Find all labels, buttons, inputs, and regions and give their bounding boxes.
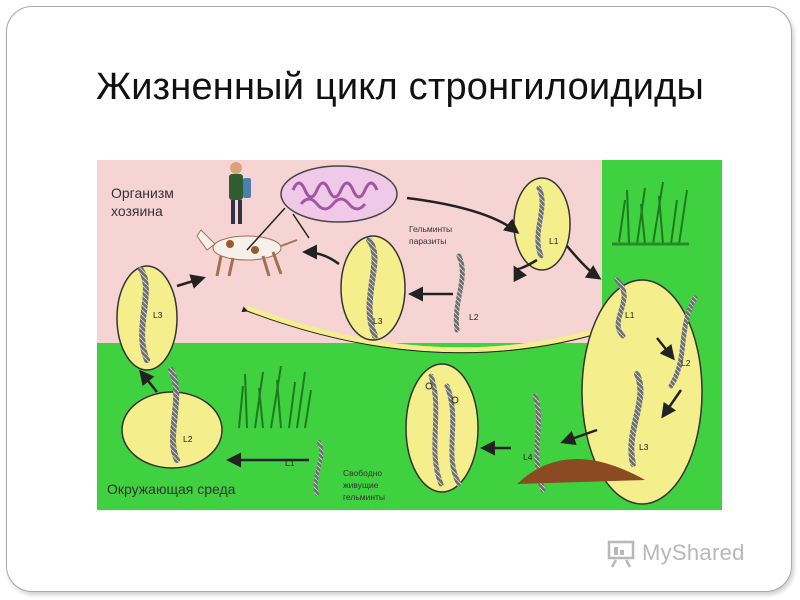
host-man-and-dog [196,162,298,277]
life-cycle-diagram: Организм хозяина Окружающая среда Гельми… [97,160,722,510]
stage-l4: L4 [517,393,645,493]
stage-label-l2-big: L2 [681,358,691,368]
intestine-icon [246,165,398,251]
stage-label-l1-big: L1 [625,310,635,320]
stage-label-l3-left: L3 [153,310,163,320]
parasitic-label-line2: паразиты [409,236,446,246]
host-label-line1: Организм [111,185,174,201]
stage-label-l2-host: L2 [469,312,479,322]
grass-icon-top [612,181,689,246]
freeliving-label-line3: гельминты [343,492,385,502]
stage-label-l3-host: L3 [373,316,383,326]
freeliving-label-line1: Свободно [343,468,382,478]
host-label-line2: хозяина [111,203,163,219]
stage-l2-env: L2 [121,367,223,469]
stage-l3-host: L3 [340,235,406,341]
env-label: Окружающая среда [107,481,236,497]
stage-label-l1-host: L1 [549,236,559,246]
slide-title: Жизненный цикл стронгилоидиды [95,66,705,108]
stage-label-l4: L4 [523,452,533,462]
presentation-icon [607,540,635,568]
stage-label-l2-env: L2 [183,434,193,444]
stage-label-l3-big: L3 [639,442,649,452]
parasitic-label-line1: Гельминты [409,224,452,234]
cycle-arrows [139,196,683,468]
stage-big-ellipse: L1 L2 L3 [581,277,703,505]
watermark-text: MyShared [642,540,745,565]
stage-free-living-adults [405,363,479,493]
return-arc [246,305,608,353]
watermark-logo: MyShared [606,536,745,570]
stage-l3-left: L3 [116,265,178,371]
stage-l1-host: L1 [513,177,571,271]
freeliving-label-line2: живущие [343,480,379,490]
stage-l1-env: L1 [285,440,324,496]
stage-label-l1-env: L1 [285,458,295,468]
soil-mound [517,458,645,484]
grass-icon-middle [238,365,312,429]
stage-l2-host: L2 [453,253,479,333]
